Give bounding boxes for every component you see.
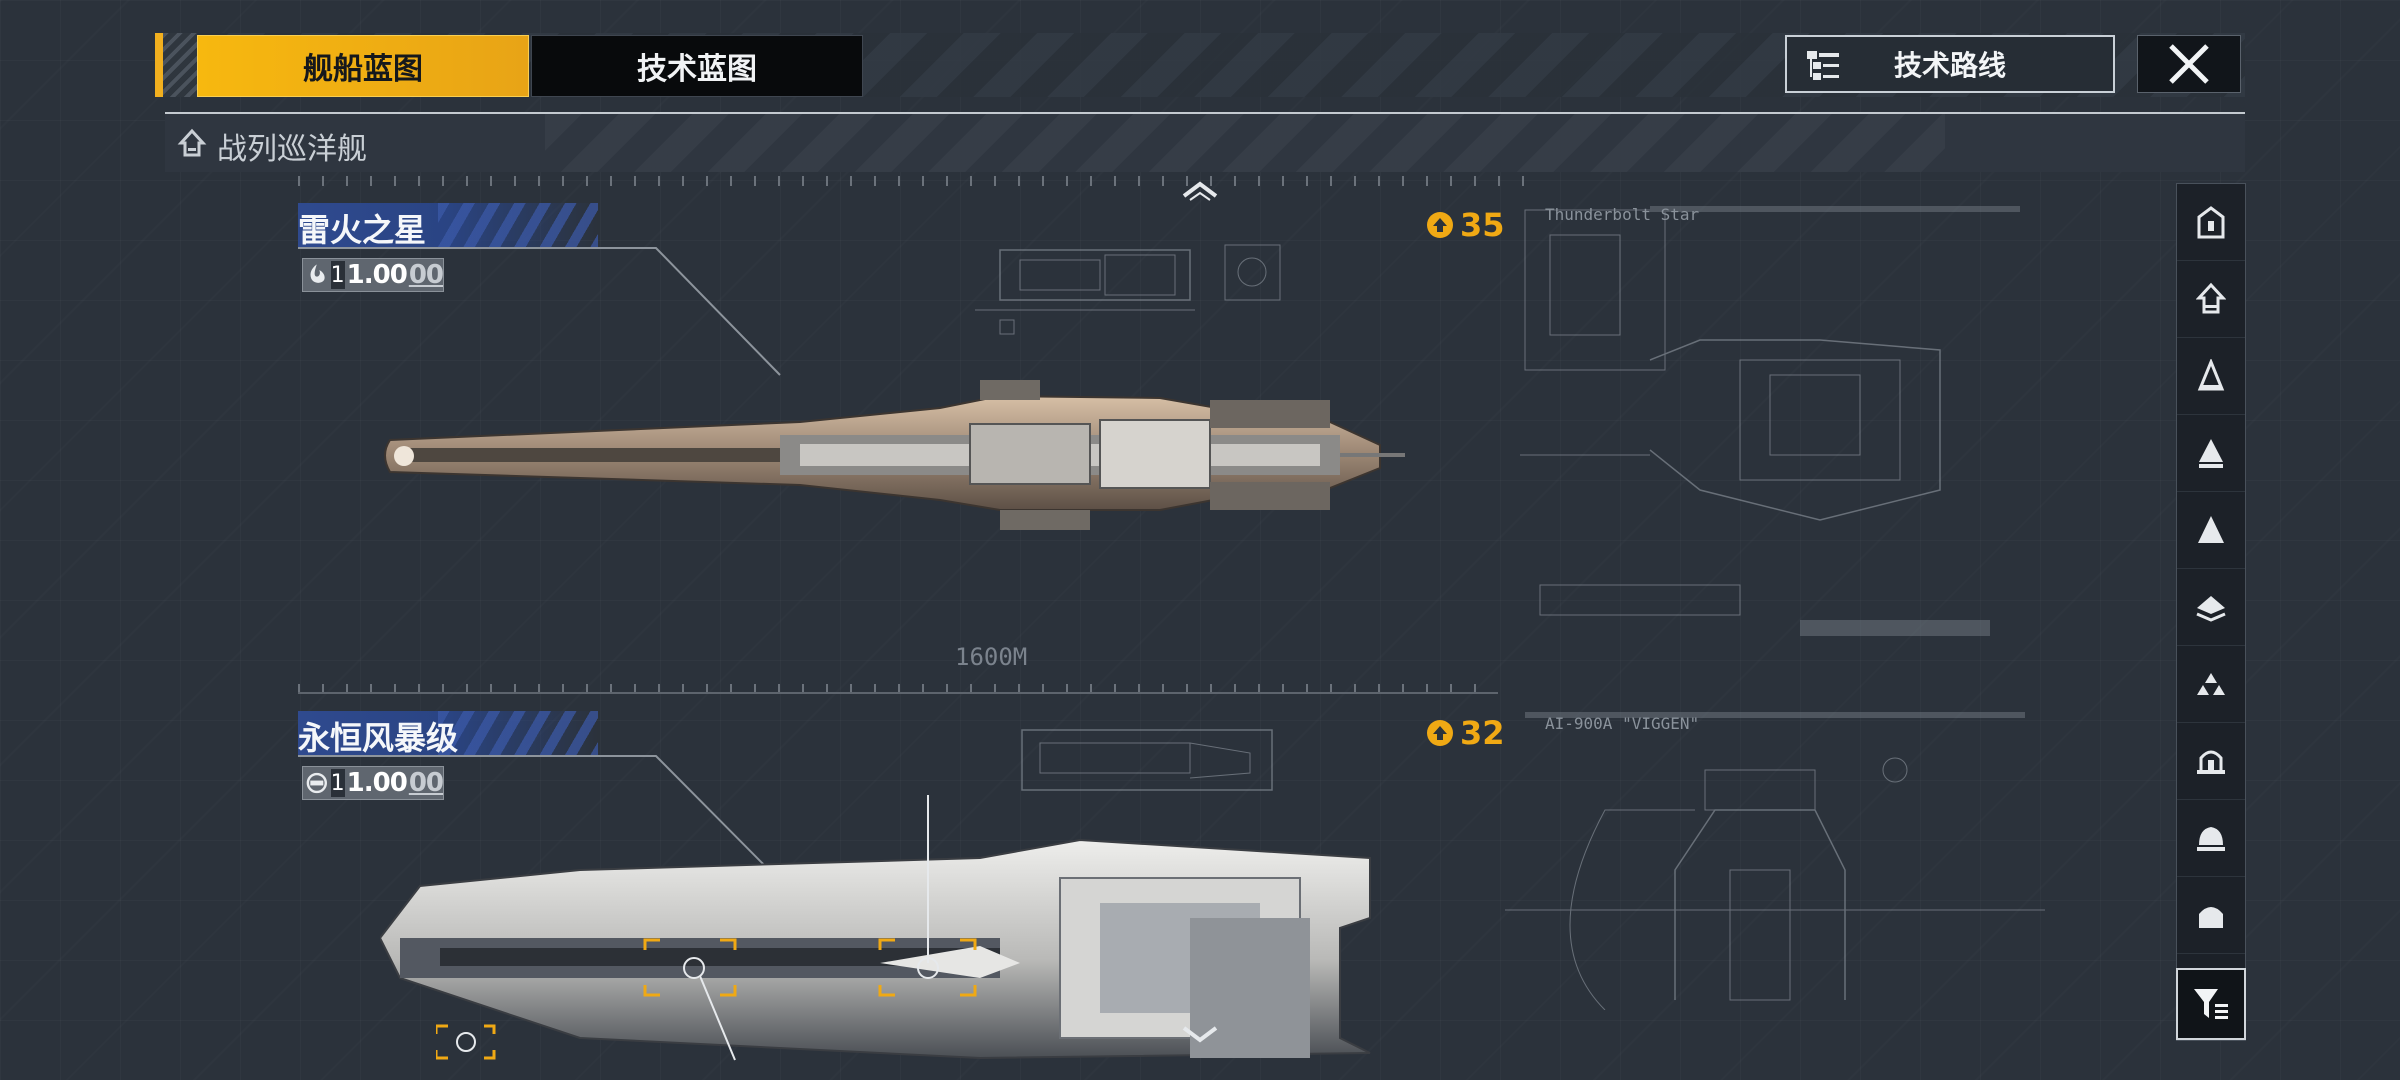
ship-1-name[interactable]: 雷火之星 (298, 211, 427, 249)
ship-type-sidebar (2176, 183, 2246, 1041)
ship-2-level-num: 1 (330, 769, 345, 797)
tab-ship-blueprint[interactable]: 舰船蓝图 (197, 35, 529, 97)
top-bar: 舰船蓝图 技术蓝图 技术路线 (155, 33, 2245, 97)
carrier-icon (2196, 282, 2226, 314)
sidebar-item-frigate[interactable] (2177, 492, 2245, 569)
tech-route-button[interactable]: 技术路线 (1785, 35, 2115, 93)
ship-2-level-value: 1.00 (346, 768, 408, 798)
building-icon (2197, 206, 2225, 239)
sidebar-item-layer[interactable] (2177, 569, 2245, 646)
scroll-up-icon[interactable] (1180, 178, 1220, 202)
tree-list-icon (1807, 51, 1839, 80)
destroyer-icon (2199, 439, 2223, 468)
group-icon (2197, 673, 2225, 695)
ship-1-scale: 1600M (955, 643, 1028, 671)
ship-1-stripes (438, 203, 598, 247)
storm-emblem-icon (306, 772, 327, 794)
mid-ruler (298, 684, 1498, 694)
cost-gear-icon (1427, 212, 1453, 238)
category-bar: 战列巡洋舰 (165, 112, 2245, 172)
ship-2-model[interactable] (380, 818, 1390, 1063)
ship-1-cost-value: 35 (1460, 206, 1505, 244)
ship-2-leader-line (298, 755, 781, 882)
ship-2-schematic-top (1021, 729, 1273, 791)
tab-ship-blueprint-label: 舰船蓝图 (303, 52, 423, 87)
layer-icon (2196, 596, 2226, 622)
tab-tech-blueprint-label: 技术蓝图 (637, 52, 757, 87)
frigate-icon (2198, 516, 2224, 543)
sidebar-item-cruiser[interactable] (2177, 338, 2245, 415)
scroll-down-icon[interactable] (1180, 1022, 1220, 1046)
sidebar-item-destroyer[interactable] (2177, 415, 2245, 492)
tech-route-label: 技术路线 (1893, 49, 2006, 82)
scan-target-icon (434, 1024, 496, 1060)
cruiser-icon (2197, 359, 2225, 391)
tab-hatch (163, 33, 197, 97)
ship-2-cost: 32 (1424, 714, 1505, 752)
ship-1-schematic-top (975, 244, 1281, 335)
sidebar-item-carrier[interactable] (2177, 261, 2245, 338)
close-button[interactable] (2137, 35, 2241, 93)
ship-1-level-value: 1.00 (346, 260, 408, 290)
ship-1-level: 1 1.00 00 (302, 258, 444, 292)
tab-tech-blueprint[interactable]: 技术蓝图 (531, 35, 863, 97)
station-icon (2197, 750, 2225, 774)
ship-2-name[interactable]: 永恒风暴级 (298, 719, 459, 757)
ship-1-schematic-label: Thunderbolt Star (1545, 205, 1700, 224)
ship-1-cost: 35 (1424, 206, 1505, 244)
filter-icon (2194, 989, 2228, 1019)
category-hatch (545, 114, 1945, 172)
ship-2-cost-value: 32 (1460, 714, 1505, 752)
ship-2-level-suffix: 00 (408, 768, 444, 798)
carrier-icon (177, 128, 207, 157)
ship-1-name-plate (298, 203, 598, 247)
ship-2-schematic-label: AI-900A "VIGGEN" (1545, 714, 1700, 733)
sidebar-item-station[interactable] (2177, 723, 2245, 800)
mid-divider (298, 692, 1498, 694)
ship-2-markers (643, 795, 977, 1061)
sidebar-item-arch[interactable] (2177, 877, 2245, 954)
ship-1-schematic-right (1520, 206, 2020, 636)
sidebar-item-group[interactable] (2177, 646, 2245, 723)
ship-1-level-num: 1 (330, 261, 345, 289)
ship-2-name-plate (298, 711, 598, 755)
close-icon (2169, 44, 2209, 84)
sidebar-item-building[interactable] (2177, 184, 2245, 261)
filter-button[interactable] (2176, 968, 2246, 1040)
ship-2-stripes (438, 711, 598, 755)
cost-gear-icon (1427, 720, 1453, 746)
ship-1-level-suffix: 00 (408, 260, 444, 290)
arch-icon (2199, 907, 2223, 928)
top-ruler (298, 176, 1538, 186)
ship-2-schematic-right (1505, 712, 2045, 1010)
ship-1-model[interactable] (380, 360, 1410, 550)
tab-accent (155, 33, 163, 97)
flame-shield-icon (310, 264, 325, 283)
ship-1-leader-line (298, 247, 781, 376)
category-label: 战列巡洋舰 (217, 132, 367, 167)
sidebar-item-dome[interactable] (2177, 800, 2245, 877)
dome-icon (2197, 827, 2225, 851)
scan-marker[interactable] (434, 1024, 496, 1060)
ship-2-level: 1 1.00 00 (302, 766, 444, 800)
